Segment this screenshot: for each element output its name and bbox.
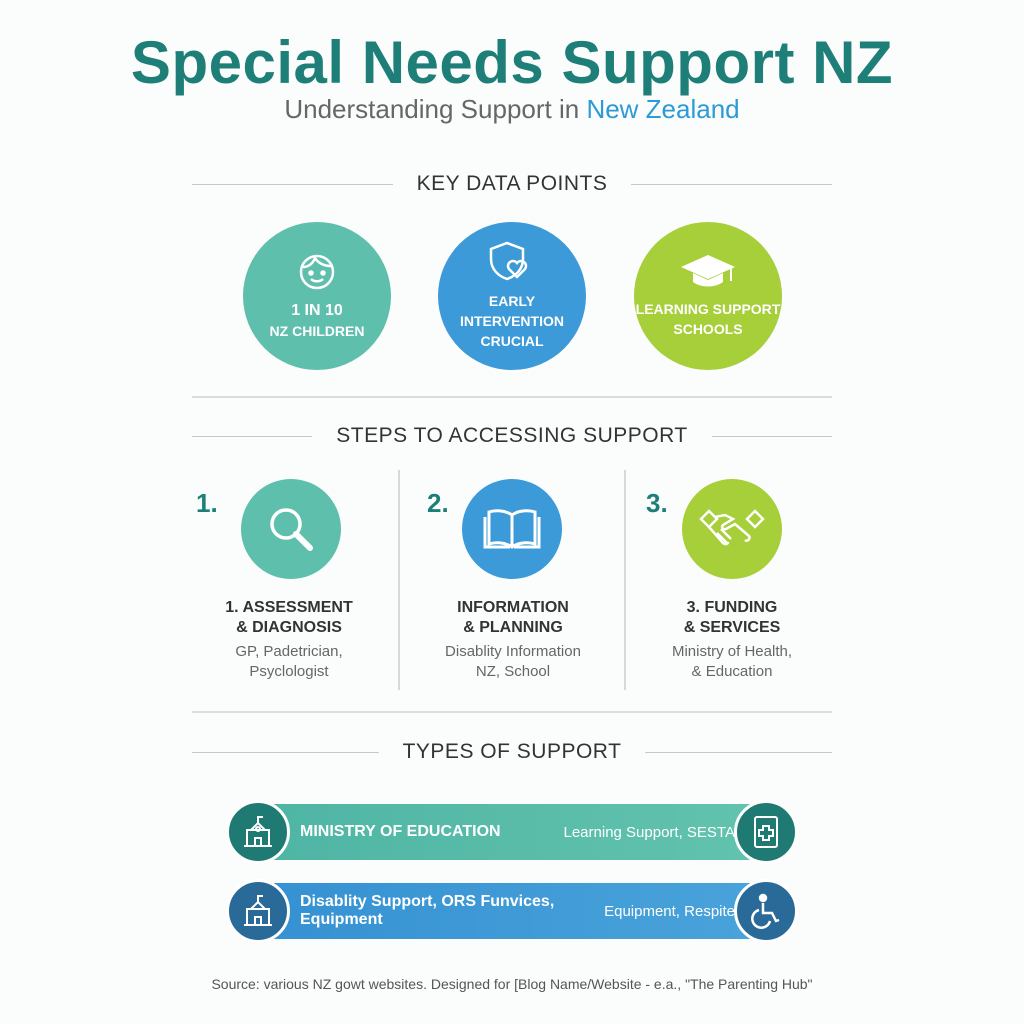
support-bar-disability: Disablity Support, ORS Funvices,Equipmen… (265, 883, 765, 939)
support-bar-education: MINISTRY OF EDUCATION Learning Support, S… (265, 804, 765, 860)
key-point-early-intervention: EARLY INTERVENTION CRUCIAL (438, 222, 586, 370)
divider (192, 711, 832, 713)
medical-document-icon (734, 800, 798, 864)
page-title: Special Needs Support NZ (130, 29, 894, 96)
school-icon (226, 879, 290, 943)
key-point-children: 1 IN 10 NZ CHILDREN (243, 222, 391, 370)
step-information: INFORMATION & PLANNING Disablity Informati… (413, 598, 613, 682)
step-title: INFORMATION (457, 599, 569, 616)
column-divider (398, 470, 400, 690)
step-icon-circle (241, 479, 341, 579)
child-face-icon (299, 254, 335, 290)
support-name-line: Disablity Support, ORS Funvices, (300, 893, 555, 910)
divider (192, 396, 832, 398)
step-desc: GP, Padetrician, (235, 643, 343, 660)
step-desc: Disablity Information (445, 643, 581, 660)
step-assessment: 1. ASSESSMENT & DIAGNOSIS GP, Padetrician,… (189, 598, 389, 682)
support-detail: Learning Support, SESTA (563, 823, 736, 841)
section-header-types: TYPES OF SUPPORT (192, 740, 833, 764)
key-point-value: EARLY INTERVENTION (460, 293, 564, 329)
step-title: 3. FUNDING (686, 599, 778, 616)
footer-source: Source: various NZ gowt websites. Design… (211, 976, 813, 992)
key-point-value: 1 IN 10 (291, 302, 343, 319)
step-funding: 3. FUNDING & SERVICES Ministry of Health, &… (632, 598, 832, 682)
magnifier-icon (270, 508, 313, 551)
key-point-label: SCHOOLS (673, 321, 743, 337)
step-title: & DIAGNOSIS (236, 619, 342, 636)
step-desc: NZ, School (475, 663, 551, 680)
step-title: & SERVICES (683, 619, 781, 636)
book-icon (483, 509, 541, 549)
graduation-cap-icon (681, 255, 735, 287)
key-point-learning-support: LEARNING SUPPORT SCHOOLS (634, 222, 782, 370)
school-icon (226, 800, 290, 864)
column-divider (624, 470, 626, 690)
section-title: KEY DATA POINTS (416, 172, 608, 195)
support-name: Disablity Support, ORS Funvices,Equipmen… (300, 893, 554, 929)
section-title: STEPS TO ACCESSING SUPPORT (336, 424, 688, 447)
key-point-label: CRUCIAL (480, 333, 544, 349)
step-desc: & Education (691, 663, 773, 680)
step-number: 1. (196, 488, 218, 518)
step-icon-circle (462, 479, 562, 579)
section-title: TYPES OF SUPPORT (402, 740, 622, 763)
step-icon-circle (682, 479, 782, 579)
support-name: MINISTRY OF EDUCATION (300, 823, 501, 840)
subtitle-highlight: New Zealand (586, 94, 740, 124)
subtitle: Understanding Support in New Zealand (0, 94, 1024, 125)
key-point-label: NZ CHILDREN (269, 323, 365, 339)
section-header-key: KEY DATA POINTS (192, 172, 832, 196)
support-name-line: Equipment (300, 911, 383, 928)
step-number: 3. (646, 488, 668, 518)
shield-heart-icon (489, 241, 528, 281)
support-detail: Equipment, Respite (604, 902, 735, 920)
key-point-value: LEARNING SUPPORT (635, 301, 781, 317)
step-title: & PLANNING (463, 619, 563, 636)
handshake-icon (699, 509, 765, 546)
step-desc: Psyclologist (249, 663, 329, 680)
section-header-steps: STEPS TO ACCESSING SUPPORT (192, 424, 832, 448)
wheelchair-icon (734, 879, 798, 943)
subtitle-text: Understanding Support in (284, 94, 587, 124)
step-desc: Ministry of Health, (671, 643, 793, 660)
step-title: 1. ASSESSMENT (225, 599, 353, 616)
step-number: 2. (427, 488, 449, 518)
